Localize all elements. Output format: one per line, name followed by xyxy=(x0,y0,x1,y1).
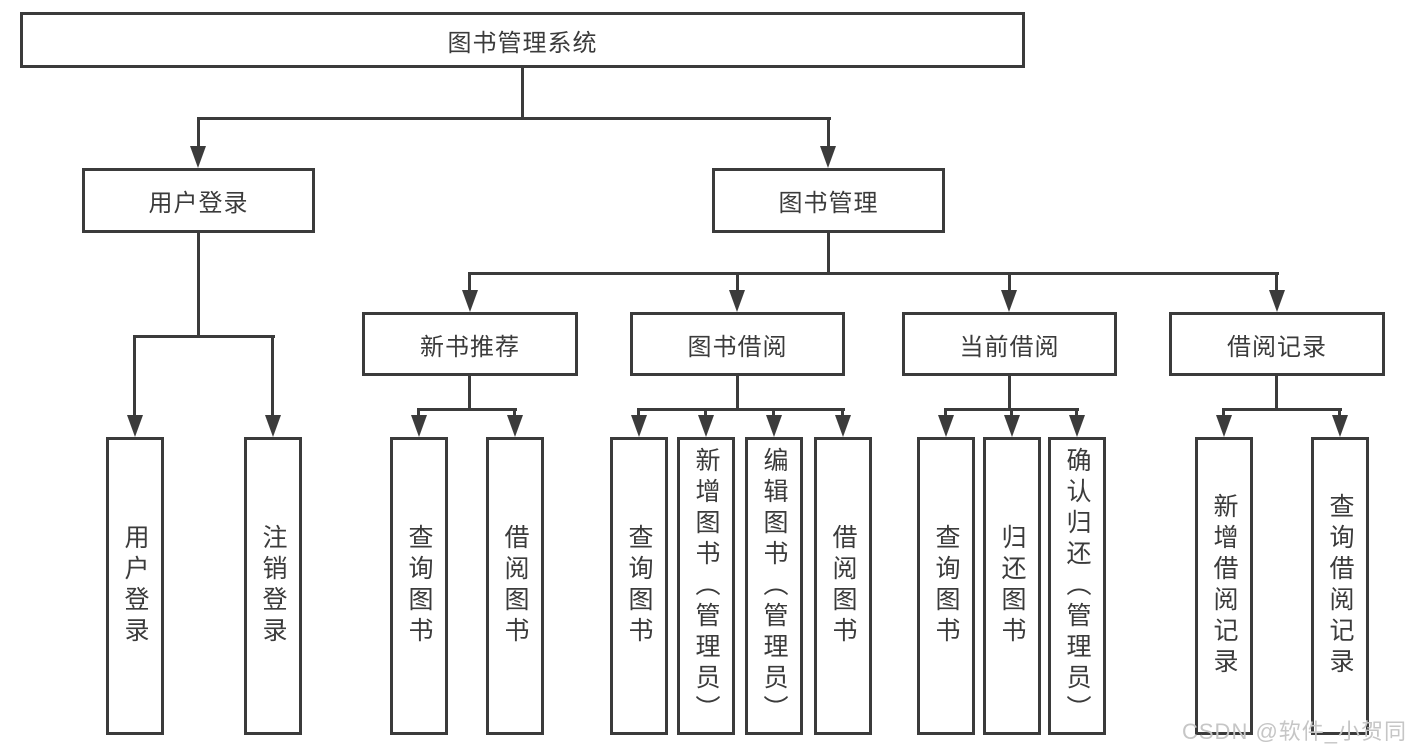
leaf-query-books-recommend: 查询图书 xyxy=(390,437,448,735)
arrow-down-icon xyxy=(938,415,954,437)
connector-line xyxy=(736,376,739,408)
leaf-query-books-current: 查询图书 xyxy=(917,437,975,735)
node-book-borrowing: 图书借阅 xyxy=(630,312,845,376)
node-borrowing-records: 借阅记录 xyxy=(1169,312,1385,376)
connector-line xyxy=(772,408,775,417)
arrow-down-icon xyxy=(729,290,745,312)
connector-line xyxy=(944,408,947,417)
leaf-logout: 注销登录 xyxy=(244,437,302,735)
connector-line xyxy=(827,233,830,272)
connector-line xyxy=(197,117,831,120)
node-current-borrowing: 当前借阅 xyxy=(902,312,1117,376)
connector-line xyxy=(513,408,516,417)
connector-line xyxy=(197,117,200,147)
node-library-management-system: 图书管理系统 xyxy=(20,12,1025,68)
connector-line xyxy=(417,408,420,417)
connector-line xyxy=(468,376,471,408)
arrow-down-icon xyxy=(127,415,143,437)
connector-line xyxy=(1010,408,1013,417)
arrow-down-icon xyxy=(411,415,427,437)
connector-line xyxy=(1338,408,1341,417)
node-user-login: 用户登录 xyxy=(82,168,315,233)
connector-line xyxy=(637,408,845,411)
arrow-down-icon xyxy=(507,415,523,437)
connector-line xyxy=(1222,408,1225,417)
connector-line xyxy=(271,335,274,416)
connector-line xyxy=(1008,272,1011,292)
arrow-down-icon xyxy=(766,415,782,437)
csdn-watermark: CSDN @软件_小贺同学 xyxy=(1182,719,1405,744)
arrow-down-icon xyxy=(265,415,281,437)
connector-line xyxy=(1075,408,1078,417)
leaf-edit-books-admin: 编辑图书（管理员） xyxy=(745,437,803,735)
connector-line xyxy=(197,233,200,335)
connector-line xyxy=(521,68,524,117)
connector-line xyxy=(841,408,844,417)
connector-line xyxy=(133,335,275,338)
leaf-query-books-borrowing: 查询图书 xyxy=(610,437,668,735)
arrow-down-icon xyxy=(698,415,714,437)
arrow-down-icon xyxy=(462,290,478,312)
leaf-confirm-return-admin: 确认归还（管理员） xyxy=(1048,437,1106,735)
connector-line xyxy=(468,272,471,292)
connector-line xyxy=(1222,408,1342,411)
leaf-add-borrow-record: 新增借阅记录 xyxy=(1195,437,1253,735)
connector-line xyxy=(133,335,136,416)
arrow-down-icon xyxy=(1216,415,1232,437)
leaf-query-borrow-record: 查询借阅记录 xyxy=(1311,437,1369,735)
leaf-user-login: 用户登录 xyxy=(106,437,164,735)
leaf-borrow-books-recommend: 借阅图书 xyxy=(486,437,544,735)
node-new-book-recommend: 新书推荐 xyxy=(362,312,578,376)
arrow-down-icon xyxy=(1332,415,1348,437)
connector-line xyxy=(637,408,640,417)
connector-line xyxy=(1008,376,1011,408)
arrow-down-icon xyxy=(835,415,851,437)
arrow-down-icon xyxy=(1269,290,1285,312)
connector-line xyxy=(1275,272,1278,292)
connector-line xyxy=(468,272,1279,275)
connector-line xyxy=(1275,376,1278,408)
leaf-add-books-admin: 新增图书（管理员） xyxy=(677,437,735,735)
arrow-down-icon xyxy=(190,146,206,168)
arrow-down-icon xyxy=(1001,290,1017,312)
arrow-down-icon xyxy=(1004,415,1020,437)
leaf-borrow-books-borrowing: 借阅图书 xyxy=(814,437,872,735)
connector-line xyxy=(417,408,517,411)
node-book-management: 图书管理 xyxy=(712,168,945,233)
connector-line xyxy=(736,272,739,292)
arrow-down-icon xyxy=(820,146,836,168)
connector-line xyxy=(704,408,707,417)
arrow-down-icon xyxy=(1069,415,1085,437)
leaf-return-books: 归还图书 xyxy=(983,437,1041,735)
connector-line xyxy=(827,117,830,147)
arrow-down-icon xyxy=(631,415,647,437)
